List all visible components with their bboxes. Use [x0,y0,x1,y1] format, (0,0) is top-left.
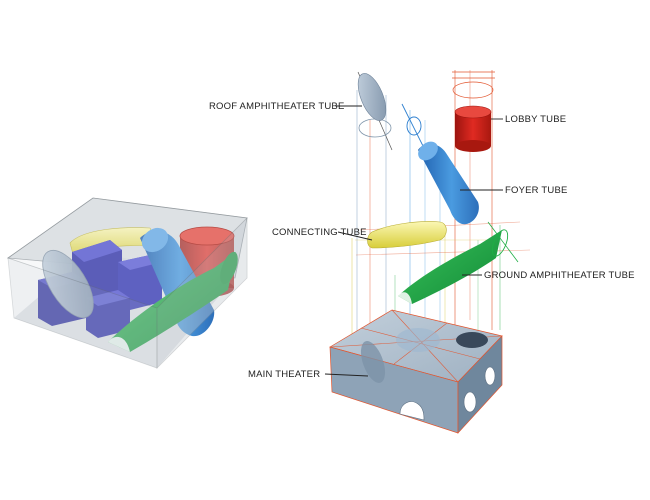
connecting-tube [367,221,447,249]
roof-amphitheater-tube [357,71,393,151]
main-theater-side-hole-1 [463,391,477,413]
label-foyer-tube: FOYER TUBE [505,185,568,196]
leader-lines [324,105,503,377]
foyer-axis-symbol [401,103,426,151]
exploded-diagram [324,70,531,434]
label-main-theater: MAIN THEATER [248,369,321,380]
main-theater-arch-front [399,401,425,421]
model-roof-tube [42,249,94,319]
main-theater-side-hole-2 [484,366,496,386]
main-theater [329,309,503,434]
foyer-tube [418,141,479,225]
main-theater-top-hole [456,332,488,348]
lobby-guide [452,71,495,99]
label-ground-amphitheater-tube: GROUND AMPHITHEATER TUBE [484,270,635,281]
assembled-model [6,197,248,369]
box-top-face [7,197,248,309]
box-left-face [7,257,158,369]
lobby-tube [454,105,492,152]
ground-amphitheater-tube [398,221,519,304]
label-roof-amphitheater-tube: ROOF AMPHITHEATER TUBE [209,101,345,112]
box-right-face [156,217,248,369]
model-ground-tube [108,251,238,352]
label-lobby-tube: LOBBY TUBE [505,114,567,125]
label-connecting-tube: CONNECTING TUBE [272,227,367,238]
